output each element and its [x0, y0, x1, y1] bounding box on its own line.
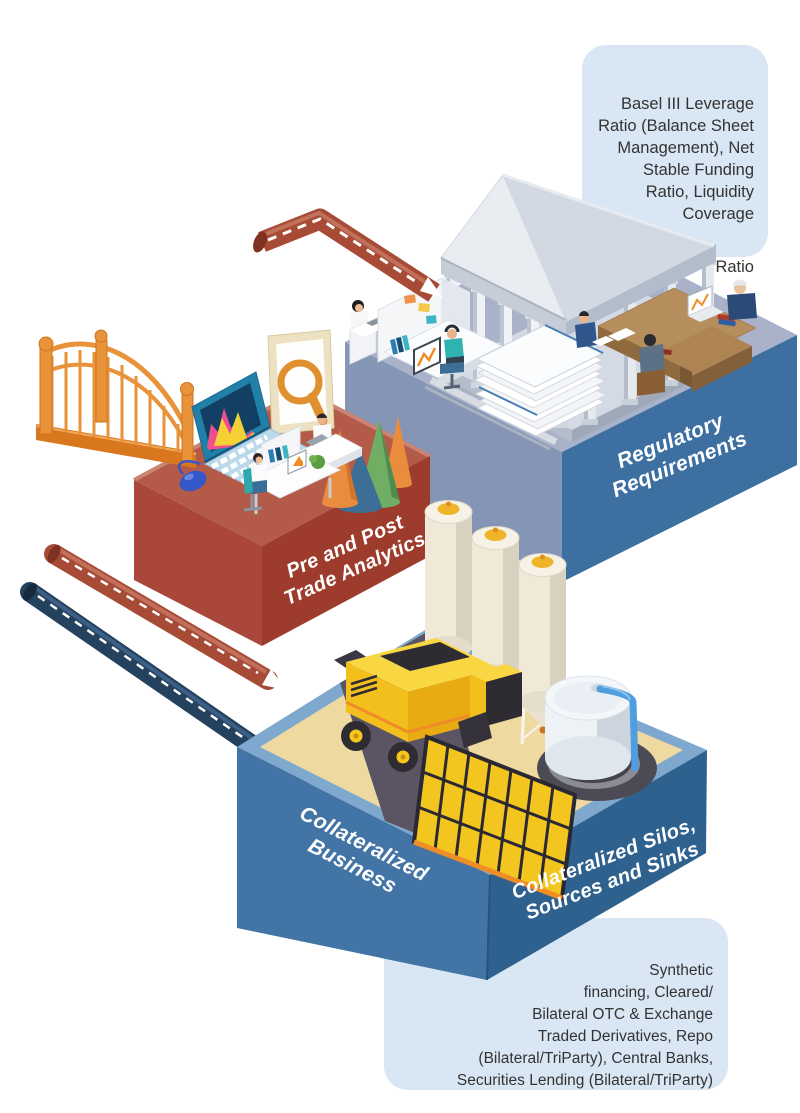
header-arm — [458, 712, 492, 748]
meeting-chair — [637, 369, 665, 396]
inflow-pipe-highlight — [262, 210, 432, 287]
bank-entablature-side — [566, 244, 716, 336]
cone-chart — [322, 416, 412, 513]
sticky-note-yellow — [418, 302, 430, 313]
attendee-front — [639, 344, 665, 377]
computer-mouse — [177, 460, 207, 492]
meeting-desk — [575, 279, 757, 396]
tank-pipe-highlight — [601, 685, 631, 701]
desk-books — [389, 338, 399, 355]
magnifier-icon — [277, 359, 323, 405]
silo-cap — [484, 529, 507, 541]
teal-chair — [243, 468, 253, 494]
harvester-stripe — [345, 700, 409, 734]
office-cubicle — [377, 277, 504, 390]
bridge-deck — [36, 424, 196, 468]
inflow-pipe-opening — [253, 231, 267, 253]
regulatory-note: Basel III Leverage Ratio (Balance Sheet … — [582, 45, 768, 276]
navy-pipe-opening — [22, 583, 38, 601]
inflow-pipe-arrowhead — [420, 277, 443, 298]
bridge-post-left — [39, 347, 53, 435]
storage-tank-sink — [544, 675, 639, 780]
regulatory-note-text: Basel III Leverage Ratio (Balance Sheet … — [598, 95, 754, 223]
regulatory-note-ratio: Ratio — [715, 258, 754, 276]
bank-roof-ridge — [502, 173, 715, 248]
combine-harvester — [334, 638, 578, 901]
inflow-pipe-dashes — [267, 217, 419, 285]
mouse-cable — [177, 460, 201, 475]
headphones — [444, 324, 460, 333]
harvester-cab-window — [486, 672, 522, 726]
red-pipe-highlight — [54, 546, 268, 674]
silo-cap — [437, 503, 460, 515]
header-orange-edge — [413, 839, 563, 901]
chairman-hair — [732, 279, 747, 286]
monitor-chart — [416, 347, 437, 367]
red-pipe-opening — [47, 544, 61, 564]
bank-eave — [440, 257, 567, 321]
wooden-bridge — [35, 329, 197, 468]
regulatory-platform-left-face — [345, 342, 562, 582]
red-pipe-dashes — [61, 556, 259, 675]
laptop-chart-yellow — [214, 412, 256, 446]
collateral-right-face — [487, 750, 707, 980]
bank-roof — [503, 175, 714, 322]
harvester-exhaust — [334, 650, 368, 668]
meeting-papers — [608, 328, 636, 341]
silo-cap — [531, 556, 554, 568]
bridge-post-mid — [95, 339, 108, 423]
analyst-head — [447, 329, 457, 339]
harvester-engine-lid — [380, 642, 470, 671]
bridge-arch-rail — [44, 341, 191, 434]
bank-entablature-front — [441, 256, 566, 336]
collateral-note-text: Synthetic financing, Cleared/ Bilateral … — [456, 962, 713, 1089]
analytics-platform-left-face — [134, 480, 262, 646]
magnifier-poster — [267, 329, 335, 435]
red-pipe-arrowhead — [262, 669, 286, 690]
collateral-left-face — [237, 747, 490, 980]
analytics-desks — [243, 413, 364, 514]
analyst-shirt — [444, 338, 464, 360]
harvester-cab-roof — [470, 664, 522, 682]
chairman-suit — [727, 293, 757, 320]
standing-desk-laptop — [306, 434, 328, 446]
attendee-left — [575, 322, 597, 348]
bridge-post-right — [181, 391, 194, 463]
inflow-pipe — [253, 208, 443, 302]
paper-stack — [473, 324, 608, 437]
sticky-note-orange — [404, 294, 417, 304]
seated-worker — [250, 464, 267, 484]
regulatory-platform-right-face — [562, 335, 797, 582]
sticky-note-teal — [426, 315, 437, 324]
office-chair — [440, 362, 464, 374]
